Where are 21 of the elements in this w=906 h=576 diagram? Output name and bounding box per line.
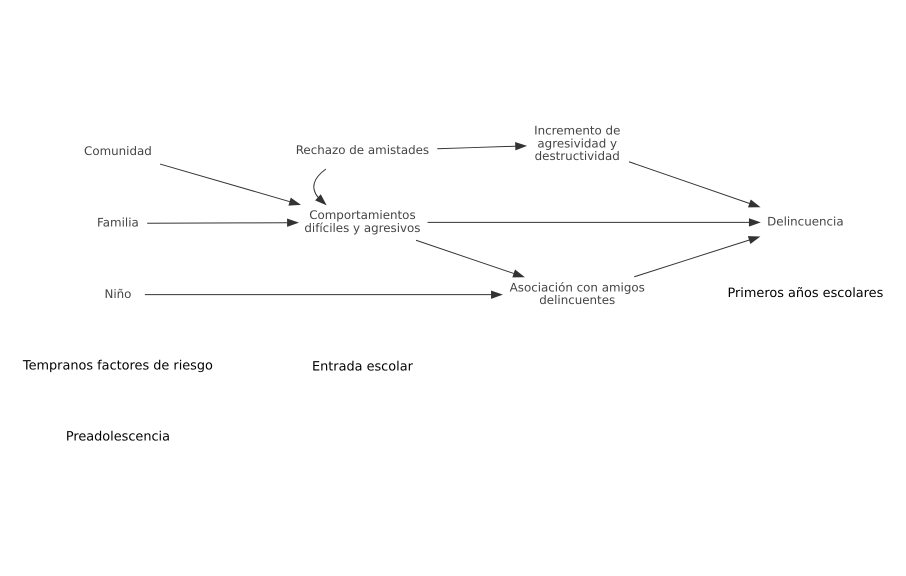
arrow xyxy=(436,142,528,150)
node-text: Asociación con amigos delincuentes xyxy=(510,280,645,308)
node-text: Familia xyxy=(97,215,139,230)
node-text: Comportamientos difíciles y agresivos xyxy=(304,208,420,235)
arrow xyxy=(628,161,761,208)
arrow xyxy=(634,236,760,278)
arrow xyxy=(146,218,299,227)
node-text: Niño xyxy=(104,286,132,301)
arrow xyxy=(144,290,503,299)
node-text: Incremento de agresividad y destructividad xyxy=(534,123,620,164)
label: Tempranos factores de riesgo xyxy=(22,358,213,374)
arrow xyxy=(313,168,327,206)
label: Primeros años escolares xyxy=(727,286,884,302)
arrow xyxy=(427,218,761,227)
arrow xyxy=(416,240,525,278)
node-text: Delincuencia xyxy=(767,214,844,228)
label: Preadolescencia xyxy=(66,430,170,445)
label: Entrada escolar xyxy=(312,359,413,374)
node-text: Comunidad xyxy=(84,144,152,158)
node-text: Rechazo de amistades xyxy=(296,143,430,158)
arrow xyxy=(160,164,301,206)
